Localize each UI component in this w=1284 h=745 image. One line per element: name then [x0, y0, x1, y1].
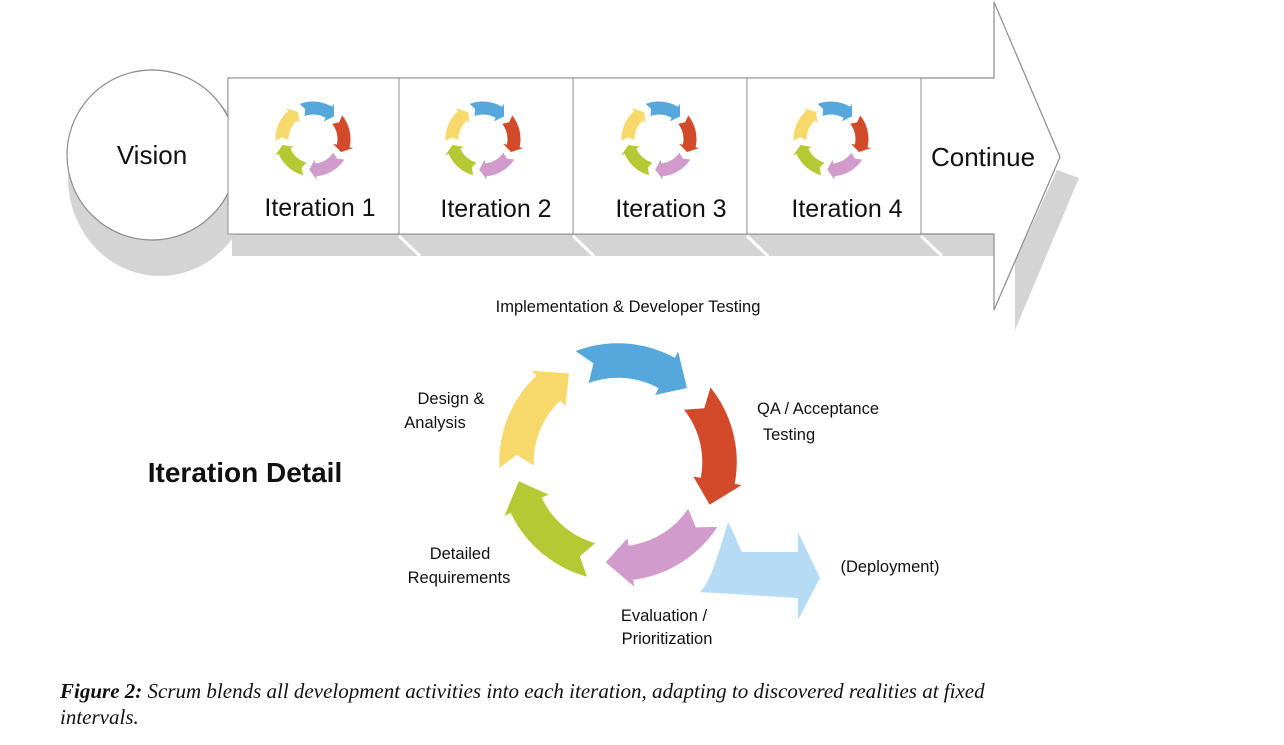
roadmap: Vision Iteration 1 Iteration 2 Iteration… [66, 1, 1079, 330]
iteration-label-1: Iteration 1 [264, 194, 375, 222]
big-cycle-arrow-yellow [496, 367, 572, 473]
phase-qa-label-line1: QA / Acceptance [757, 400, 879, 418]
iteration-cycle-icon-3 [618, 99, 703, 184]
mini-4-cycle-arrow-yellow [792, 105, 820, 143]
shadow-notches [397, 234, 944, 258]
roadmap-arrow-body-shadow [232, 234, 1000, 256]
mini-4-cycle-arrow-red [848, 113, 875, 154]
mini-2-cycle-arrow-green [442, 143, 479, 177]
vision-label: Vision [117, 140, 187, 170]
big-cycle-arrow-blue [570, 340, 691, 399]
phase-design-label-line1: Design & [418, 390, 485, 408]
iteration-detail-title: Iteration Detail [148, 457, 342, 488]
mini-2-cycle-arrow-red [500, 113, 527, 154]
figure-caption: Figure 2: Scrum blends all development a… [60, 678, 1060, 730]
mini-1-cycle-arrow-yellow [274, 105, 302, 143]
mini-3-cycle-arrow-purple [654, 150, 693, 184]
iteration-label-3: Iteration 3 [615, 195, 726, 223]
big-cycle-arrow-purple [602, 503, 723, 593]
big-cycle-arrow-green [499, 477, 601, 581]
mini-2-cycle-arrow-purple [478, 150, 517, 184]
mini-4-cycle-arrow-green [790, 143, 827, 177]
iteration-cycle-icon-1 [272, 99, 357, 184]
continue-label: Continue [931, 142, 1035, 172]
deployment-label: (Deployment) [840, 558, 939, 576]
caption-lead: Figure 2: [60, 679, 143, 703]
iteration-cycle-icon-4 [790, 99, 875, 184]
iteration-detail: Iteration Detail Implementation & Develo… [148, 298, 940, 648]
phase-evaluation-label-line1: Evaluation / [621, 607, 708, 625]
phase-qa-label-line2: Testing [763, 426, 815, 444]
mini-4-cycle-arrow-blue [815, 99, 854, 124]
iteration-cycle-icons [272, 99, 875, 184]
mini-3-cycle-arrow-red [676, 113, 703, 154]
phase-requirements-label-line2: Requirements [408, 569, 511, 587]
mini-4-cycle-arrow-purple [826, 150, 865, 184]
iteration-label-2: Iteration 2 [440, 195, 551, 223]
deployment-arrow [700, 522, 820, 620]
phase-implementation-label: Implementation & Developer Testing [496, 298, 761, 316]
mini-3-cycle-arrow-yellow [620, 105, 648, 143]
mini-1-cycle-arrow-blue [297, 99, 336, 124]
mini-1-cycle-arrow-purple [308, 150, 347, 184]
mini-2-cycle-arrow-yellow [444, 105, 472, 143]
iteration-cycle-icon-2 [442, 99, 527, 184]
mini-1-cycle-arrow-green [272, 143, 309, 177]
phase-design-label-line2: Analysis [404, 414, 465, 432]
iteration-label-4: Iteration 4 [791, 195, 902, 223]
phase-cycle [496, 340, 749, 593]
mini-2-cycle-arrow-blue [467, 99, 506, 124]
mini-1-cycle-arrow-red [330, 113, 357, 154]
mini-3-cycle-arrow-blue [643, 99, 682, 124]
phase-requirements-label-line1: Detailed [430, 545, 491, 563]
caption-text: Scrum blends all development activities … [60, 679, 985, 729]
mini-3-cycle-arrow-green [618, 143, 655, 177]
big-cycle-arrow-red [679, 382, 749, 509]
phase-evaluation-label-line2: Prioritization [622, 630, 713, 648]
